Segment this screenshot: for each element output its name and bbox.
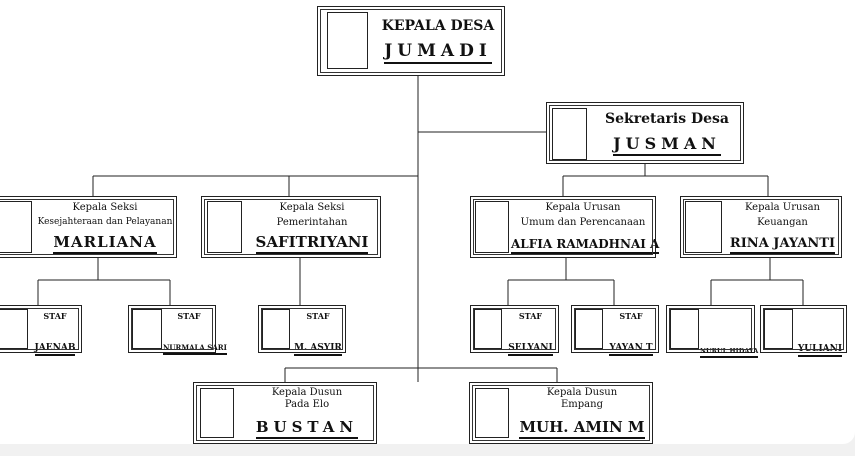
name-label: NURUL HIDAYA [700, 347, 759, 358]
role-label: Kepala Dusun [271, 387, 343, 398]
role-sub-label: Pada Elo [284, 399, 330, 410]
photo-placeholder [132, 309, 162, 349]
role-label: STAF [619, 311, 643, 321]
photo-placeholder [552, 108, 587, 160]
node-kaur-keuangan: Kepala Urusan Keuangan RINA JAYANTI [680, 196, 842, 258]
photo-placeholder [474, 309, 502, 349]
role-label: Kepala Seksi [72, 202, 138, 213]
photo-placeholder [262, 309, 290, 349]
role-label: Kepala Urusan [545, 202, 621, 213]
role-label: STAF [518, 311, 543, 321]
role-sub-label: Pemerintahan [276, 217, 348, 228]
name-label: BUSTAN [255, 418, 359, 439]
node-staf-nurmala-sari: STAF NURMALA SARI [128, 305, 227, 355]
org-chart: KEPALA DESA JUMADI Sekretaris Desa JUSMA… [0, 0, 855, 444]
photo-placeholder [670, 309, 699, 349]
node-kaur-umum: Kepala Urusan Umum dan Perencanaan ALFIA… [470, 196, 660, 258]
role-label: Kepala Urusan [744, 202, 820, 213]
photo-placeholder [327, 12, 368, 69]
role-sub-label: Empang [561, 399, 603, 410]
photo-placeholder [475, 201, 509, 253]
role-sub-label: Kesejahteraan dan Pelayanan [37, 217, 173, 227]
photo-placeholder [207, 201, 242, 253]
node-staf-nurul-hidaya: NURUL HIDAYA [666, 305, 759, 358]
node-staf-selyani: STAF SELYANI [470, 305, 559, 356]
name-label: RINA JAYANTI [729, 236, 836, 254]
name-label: ALFIA RAMADHNAI A [511, 237, 660, 254]
node-staf-jaenab: STAF JAENAB [0, 305, 82, 356]
photo-placeholder [575, 309, 603, 349]
role-sub-label: Keuangan [757, 217, 808, 228]
name-label: JUSMAN [613, 134, 721, 156]
role-label: Sekretaris Desa [605, 111, 729, 127]
node-kasi-pemerintahan: Kepala Seksi Pemerintahan SAFITRIYANI [201, 196, 381, 258]
node-kasi-kesejahteraan: Kepala Seksi Kesejahteraan dan Pelayanan… [0, 196, 177, 258]
node-kadus-empang: Kepala Dusun Empang MUH. AMIN M [469, 382, 653, 444]
name-label: MUH. AMIN M [519, 418, 645, 439]
role-label: Kepala Seksi [279, 202, 345, 213]
name-label: MARLIANA [53, 233, 157, 254]
node-staf-m-asyir: STAF M. ASYIR [258, 305, 346, 356]
role-label: STAF [177, 311, 201, 321]
role-label: STAF [306, 311, 330, 321]
photo-placeholder [475, 388, 509, 438]
role-label: KEPALA DESA [381, 18, 495, 34]
name-label: M. ASYIR [294, 343, 342, 356]
name-label: SAFITRIYANI [255, 233, 369, 254]
name-label: JUMADI [384, 41, 492, 64]
photo-placeholder [764, 309, 793, 349]
role-label: STAF [43, 311, 67, 321]
node-sekretaris-desa: Sekretaris Desa JUSMAN [546, 102, 744, 164]
photo-placeholder [0, 309, 28, 349]
name-label: JAENAB [34, 343, 76, 356]
name-label: YAYAN T [609, 343, 653, 356]
name-label: YULIANI [797, 344, 843, 357]
name-label: SELYANI [508, 343, 553, 356]
node-kadus-pada-elo: Kepala Dusun Pada Elo BUSTAN [193, 382, 377, 444]
role-label: Kepala Dusun [546, 387, 618, 398]
node-staf-yuliani: YULIANI [760, 305, 847, 357]
connector-lines [37, 76, 804, 382]
photo-placeholder [685, 201, 722, 253]
name-label: NURMALA SARI [163, 343, 227, 355]
photo-placeholder [200, 388, 234, 438]
photo-placeholder [0, 201, 32, 253]
node-staf-yayan-t: STAF YAYAN T [571, 305, 659, 356]
role-sub-label: Umum dan Perencanaan [520, 217, 646, 228]
node-kepala-desa: KEPALA DESA JUMADI [317, 6, 505, 76]
